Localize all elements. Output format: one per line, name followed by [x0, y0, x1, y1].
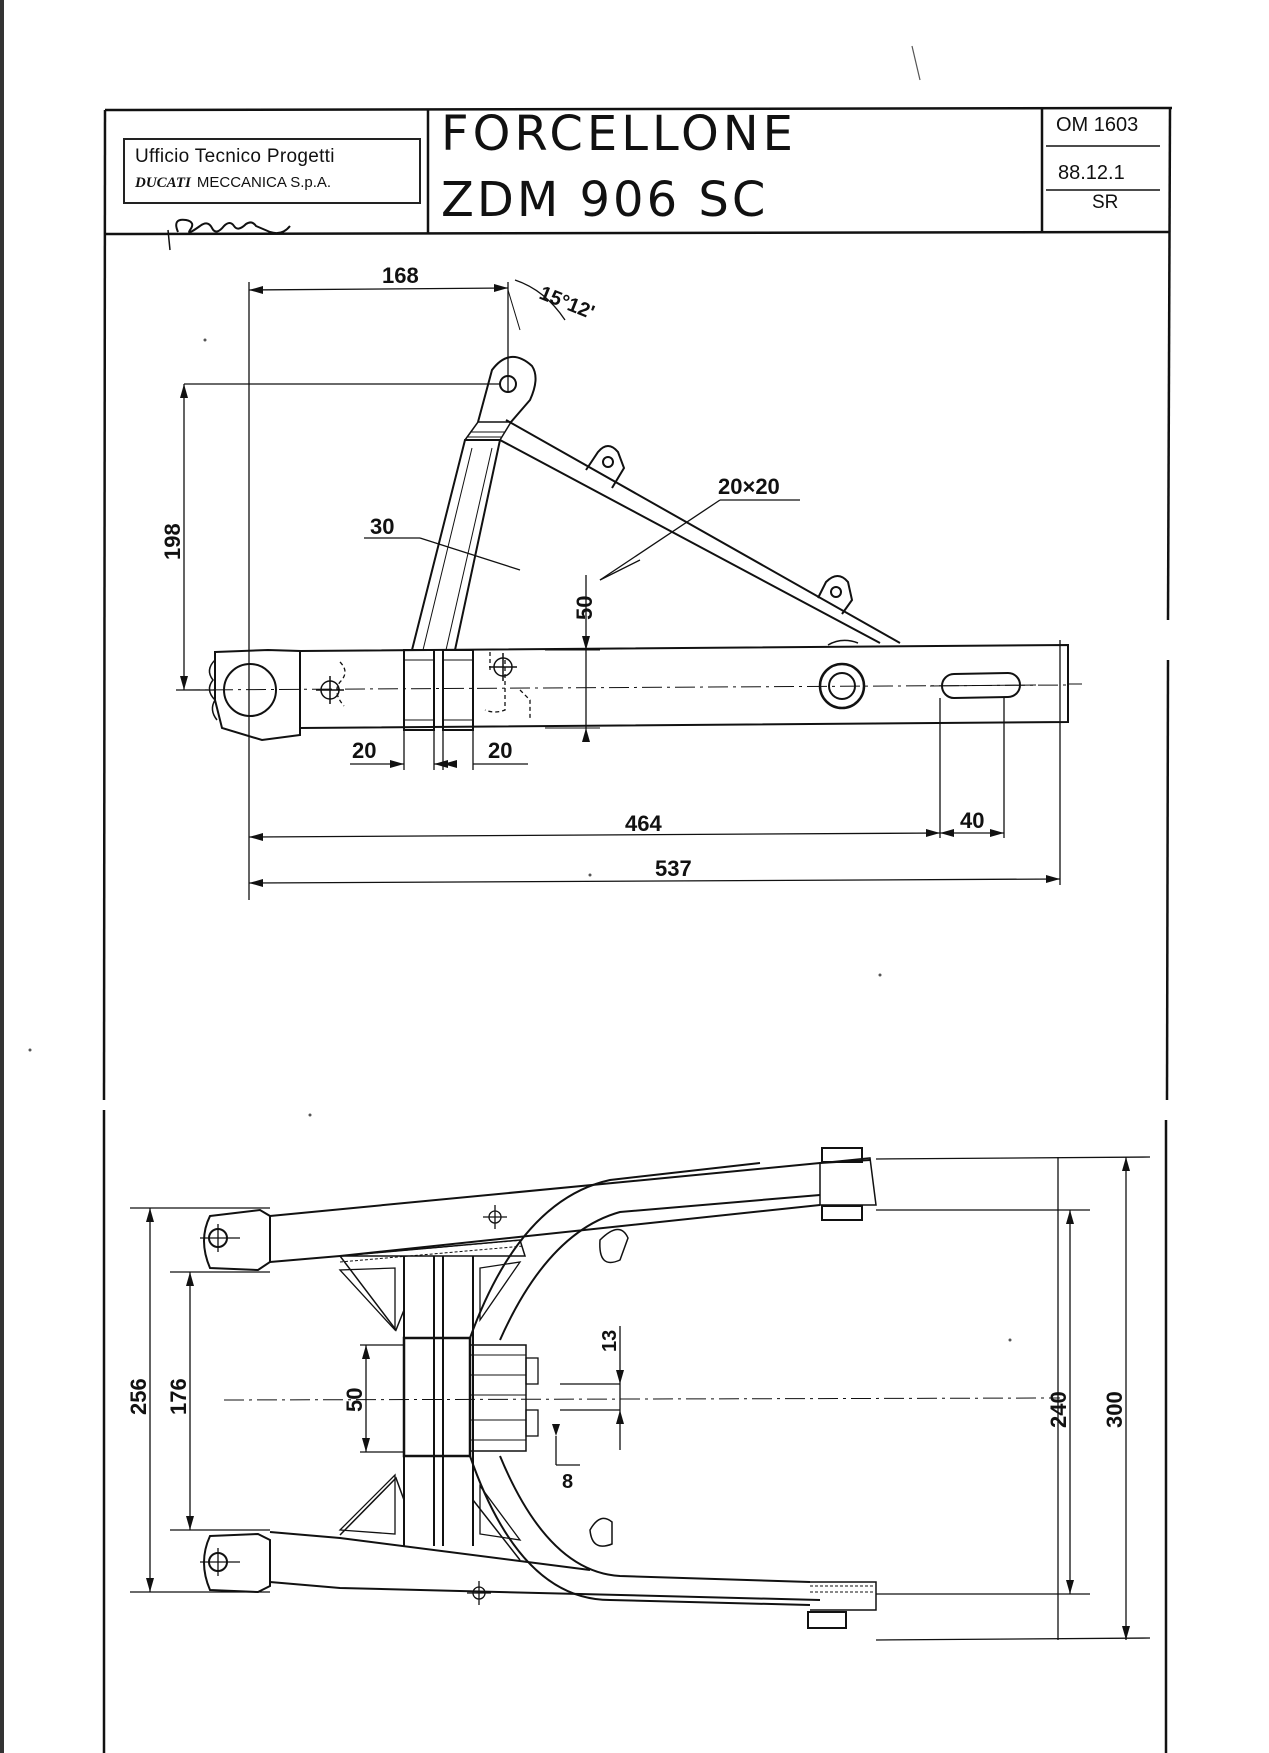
dim-angle: 15°12'	[536, 282, 597, 324]
brace-tab-1	[585, 445, 626, 489]
signature	[175, 218, 291, 235]
dim-168: 168	[382, 263, 419, 288]
top-view	[200, 1147, 1061, 1629]
drawing-date: 88.12.1	[1058, 162, 1125, 184]
dim-20x20: 20×20	[718, 474, 780, 499]
office-stamp: Ufficio Tecnico Progetti DUCATI MECCANICA…	[123, 138, 421, 204]
swingarm-beam	[299, 643, 1069, 730]
dim-13: 13	[599, 1330, 621, 1352]
curved-brace-lower	[469, 1455, 811, 1606]
drawing-model: ZDM 906 SC	[441, 172, 769, 228]
dim-198: 198	[160, 523, 185, 560]
pivot-hole	[223, 663, 277, 717]
top-view-arrowheads	[146, 1157, 1130, 1640]
upper-arm	[269, 1159, 871, 1263]
dim-40: 40	[960, 808, 984, 833]
axle-slot	[941, 671, 1021, 700]
curved-brace-upper	[469, 1162, 821, 1341]
company-name: DUCATI MECCANICA S.p.A.	[135, 174, 331, 192]
pivot-lug-lower	[203, 1532, 271, 1594]
cross-tube-2	[442, 649, 474, 731]
dim-20-right: 20	[488, 738, 512, 763]
dim-8: 8	[562, 1471, 573, 1493]
scan-specks	[28, 45, 1012, 1342]
diagonal-brace	[499, 419, 901, 644]
axle-nut	[818, 662, 866, 710]
pivot-lug-upper	[203, 1208, 271, 1272]
shock-strut	[411, 439, 502, 651]
drawing-number: OM 1603	[1056, 114, 1139, 136]
dim-537: 537	[655, 856, 692, 881]
dim-30: 30	[370, 514, 394, 539]
top-cross-tubes	[403, 1256, 474, 1546]
side-view-arrowheads	[180, 284, 1060, 887]
company-rest: MECCANICA S.p.A.	[196, 174, 332, 191]
drawing-title: FORCELLONE	[441, 106, 797, 162]
shock-eye	[477, 356, 537, 423]
brace-tab-2	[817, 575, 854, 615]
central-hub	[402, 1336, 472, 1458]
dim-50-side: 50	[572, 596, 597, 620]
dim-256: 256	[126, 1378, 151, 1415]
lower-arm	[269, 1531, 821, 1601]
drawing-initials: SR	[1092, 192, 1119, 213]
company-brand: DUCATI	[135, 175, 191, 191]
cross-tube-1	[403, 649, 435, 731]
pivot-end	[214, 648, 301, 742]
side-view-dimensions	[176, 279, 1061, 900]
dim-176: 176	[166, 1378, 191, 1415]
dim-300: 300	[1102, 1391, 1127, 1428]
top-view-dimensions	[130, 1156, 1151, 1641]
dim-464: 464	[625, 811, 662, 836]
dim-20-left: 20	[352, 738, 376, 763]
dim-240: 240	[1046, 1391, 1071, 1428]
drawing-frame	[102, 106, 1173, 1753]
dim-50-top: 50	[342, 1388, 367, 1412]
side-view	[179, 356, 1082, 742]
office-name: Ufficio Tecnico Progetti	[135, 146, 335, 167]
